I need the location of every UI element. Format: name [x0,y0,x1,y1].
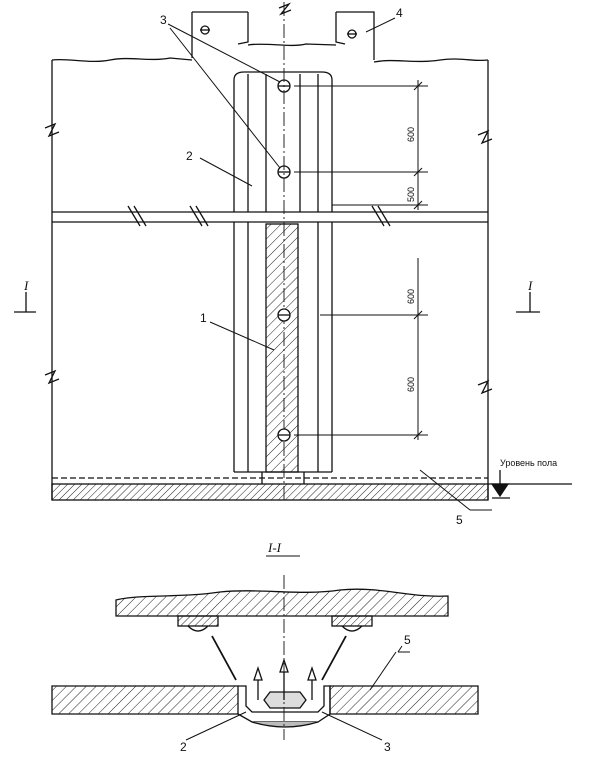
floor-level-label: Уровень пола [500,458,557,468]
callout-1: 1 [200,311,207,325]
section-callout-2: 2 [180,740,187,754]
section-wall-slab [115,588,449,617]
break-mark [44,122,60,138]
floor-level-mark [488,470,572,499]
profile-upper [233,71,333,212]
callout-4: 4 [396,6,403,20]
section-title: I-I [267,540,282,555]
top-bracket-right [335,11,375,60]
leader-lines [167,17,492,511]
section-mark-right: I [527,278,533,293]
callout-3: 3 [160,13,167,27]
break-mark [44,369,60,385]
filler-strip [265,223,299,473]
section-mark-left: I [23,278,29,293]
dim-600-low: 600 [406,377,416,392]
callout-2: 2 [186,149,193,163]
top-bracket-left [191,11,249,58]
screw-middle [277,165,291,179]
screw-upper [277,79,291,93]
dim-500: 500 [406,187,416,202]
axis-break [278,2,292,16]
elevation-view [14,2,572,511]
floor-slab [51,472,489,501]
section-marker-left [14,292,36,313]
dimension-chain [294,80,428,440]
section-marker-right [516,292,540,313]
screw-lower-1 [277,308,291,322]
screw-lower-2 [277,428,291,442]
section-callout-5: 5 [404,633,411,647]
break-mark [477,129,493,145]
section-callout-3: 3 [384,740,391,754]
section-view [51,575,479,741]
wall-top-break [51,43,489,63]
callout-5: 5 [456,513,463,527]
break-mark [477,379,493,395]
dim-600-mid: 600 [406,289,416,304]
horizontal-break [52,205,488,227]
section-floor-slab [51,685,239,715]
dim-600-top: 600 [406,127,416,142]
